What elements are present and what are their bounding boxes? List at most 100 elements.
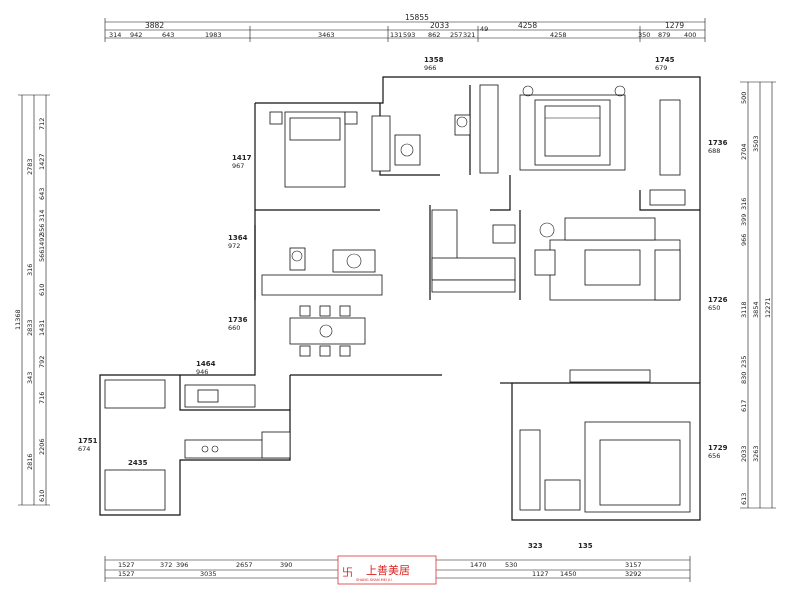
- dim-top-r2-7: 862: [428, 31, 440, 39]
- dim-top-4: 1279: [665, 21, 684, 30]
- dim-left-16: 2816: [26, 453, 34, 470]
- dim-top-r2-6: 593: [403, 31, 415, 39]
- dim-bot2-3: 1127: [532, 570, 549, 578]
- dim-left-11: 1431: [38, 319, 46, 336]
- dim-right-10: 613: [740, 493, 748, 505]
- dim-bot2-0: 1527: [118, 570, 135, 578]
- dim-top-r2-1: 942: [130, 31, 142, 39]
- dim-top-r2-14: 400: [684, 31, 696, 39]
- dim-left-14: 716: [38, 392, 46, 404]
- window-4-bot: 688: [708, 147, 720, 155]
- window-6-bot: 660: [228, 324, 240, 332]
- third-bedroom: [519, 421, 691, 513]
- dim-left-2: 1427: [38, 153, 46, 170]
- dim-top-r2-9: 321: [463, 31, 475, 39]
- dim-top-r2-2: 643: [162, 31, 174, 39]
- window-9-top: 1751: [78, 437, 98, 445]
- dim-right-2-3: 3263: [752, 445, 760, 462]
- dim-left-9: 610: [38, 284, 46, 296]
- dim-left-1: 2783: [26, 158, 34, 175]
- dim-left-4: 314: [38, 210, 46, 222]
- window-10-bot: 656: [708, 452, 720, 460]
- dim-left-10: 2833: [26, 319, 34, 336]
- dim-left-7: 566: [38, 250, 46, 262]
- balcony: 2435: [104, 459, 166, 511]
- dim-bot2-4: 1450: [560, 570, 577, 578]
- guest-bathroom: [261, 247, 383, 296]
- dim-bot2-1: 3035: [200, 570, 217, 578]
- top-dimensions: 15855 3882 2033 4258 1279 314 942 643 19…: [104, 13, 706, 42]
- dim-top-r2-3: 1983: [205, 31, 222, 39]
- dim-right-4: 966: [740, 234, 748, 246]
- dim-top-1: 3882: [145, 21, 164, 30]
- logo-subtext: SHANG SHAN MEI JU: [356, 578, 392, 582]
- dim-bot-7: 530: [505, 561, 517, 569]
- dim-bot-3: 2657: [236, 561, 253, 569]
- dim-top-r2-0: 314: [109, 31, 121, 39]
- dim-left-0: 712: [38, 118, 46, 130]
- storage-block: [431, 209, 516, 293]
- dim-top-r2-4: 3463: [318, 31, 335, 39]
- window-8-top: 1464: [196, 360, 216, 368]
- dim-bot-10: 3157: [625, 561, 642, 569]
- dim-left-3: 643: [38, 188, 46, 200]
- dim-top-r2-12: 350: [638, 31, 650, 39]
- dim-right-0: 500: [740, 92, 748, 104]
- dim-balcony: 2435: [128, 459, 148, 467]
- dim-bot-8: 323: [528, 542, 543, 550]
- left-dimensions: 11368 712 2783 1427 643 314 356 1492 566…: [14, 94, 50, 506]
- window-2-top: 1745: [655, 56, 675, 64]
- window-labels: 1358 966 1745 679 1417 967 1736 688 1364…: [78, 56, 728, 460]
- window-6-top: 1736: [228, 316, 248, 324]
- living-room: [534, 217, 681, 383]
- window-1-bot: 966: [424, 64, 436, 72]
- dim-bot-4: 390: [280, 561, 292, 569]
- dim-top-3: 4258: [518, 21, 537, 30]
- dim-left-17: 610: [38, 490, 46, 502]
- dim-bot-2: 396: [176, 561, 188, 569]
- dim-bot-0: 1527: [118, 561, 135, 569]
- window-10-top: 1729: [708, 444, 728, 452]
- dim-right-9: 2033: [740, 445, 748, 462]
- dim-right-2-2: 12271: [764, 297, 772, 318]
- dim-right-2: 316: [740, 198, 748, 210]
- window-3-bot: 967: [232, 162, 244, 170]
- window-2-bot: 679: [655, 64, 667, 72]
- master-bedroom: [479, 84, 686, 206]
- dim-bot2-5: 3292: [625, 570, 642, 578]
- logo-text: 上善美居: [366, 563, 410, 577]
- dim-top-r2-11: 4258: [550, 31, 567, 39]
- dim-left-8: 316: [26, 264, 34, 276]
- dim-top-r2-10: 49: [480, 25, 488, 33]
- dim-left-13: 343: [26, 372, 34, 384]
- dining-area: [289, 305, 366, 357]
- exterior-walls: [99, 76, 701, 521]
- dim-right-3: 399: [740, 214, 748, 226]
- dim-right-8: 617: [740, 400, 748, 412]
- dim-bot-9: 135: [578, 542, 593, 550]
- window-4-top: 1736: [708, 139, 728, 147]
- bathroom-top: [394, 114, 471, 166]
- dim-right-6: 235: [740, 356, 748, 368]
- dim-bot-6: 1470: [470, 561, 487, 569]
- dim-bot-1: 372: [160, 561, 172, 569]
- second-bedroom: [269, 111, 391, 188]
- brand-logo: 上善美居 SHANG SHAN MEI JU 卐: [337, 555, 437, 585]
- window-3-top: 1417: [232, 154, 252, 162]
- dim-right-5: 3118: [740, 301, 748, 318]
- dim-top-r2-13: 879: [658, 31, 670, 39]
- dim-top-2: 2033: [430, 21, 449, 30]
- window-9-bot: 674: [78, 445, 90, 453]
- window-7-bot: 650: [708, 304, 720, 312]
- dim-right-2-1: 3854: [752, 301, 760, 318]
- window-1-top: 1358: [424, 56, 444, 64]
- dim-right-2-0: 3503: [752, 135, 760, 152]
- dim-left-5: 356: [38, 224, 46, 236]
- dim-right-1: 2704: [740, 143, 748, 160]
- kitchen: [104, 379, 291, 459]
- right-dimensions: 500 2704 316 399 966 3118 235 830 617 20…: [740, 81, 776, 509]
- dim-left-6: 1492: [38, 233, 46, 250]
- dim-left-12: 792: [38, 356, 46, 368]
